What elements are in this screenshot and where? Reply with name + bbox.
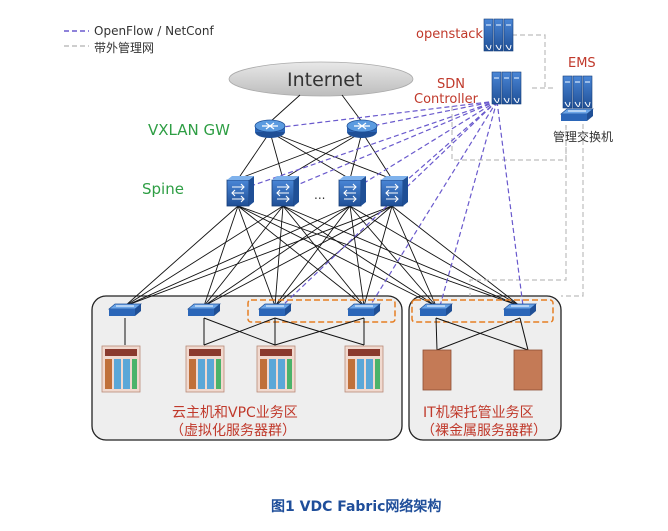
virtual-server-icon	[344, 345, 384, 393]
spine-leaf-link	[391, 205, 437, 307]
oob-zone-link	[561, 108, 584, 297]
vxlan-gw-router-icon	[346, 119, 378, 139]
spine-leaf-link	[124, 205, 393, 307]
baremetal-zone-title: IT机架托管业务区	[423, 405, 534, 421]
vxlan-gw-label: VXLAN GW	[148, 121, 230, 139]
sdn-label-line1: SDN	[437, 77, 465, 92]
vxlan-gw-router-icon	[254, 119, 286, 139]
spine-leaf-link	[203, 205, 239, 307]
spine-leaf-link	[274, 205, 284, 307]
leaf-switch-icon	[187, 303, 221, 317]
spine-leaf-link	[349, 205, 365, 307]
openflow-link	[355, 100, 498, 189]
openstack-label: openstack	[416, 27, 483, 42]
spine-leaf-link	[349, 205, 521, 307]
spine-leaf-link	[203, 205, 393, 307]
virtual-server-icon	[101, 345, 141, 393]
openflow-link	[361, 100, 498, 129]
gw-spine-link	[237, 131, 271, 180]
baremetal-rack-icon	[513, 349, 543, 391]
ems-server-icon	[562, 75, 593, 109]
openflow-link	[273, 100, 498, 129]
openflow-link	[369, 100, 498, 307]
spine-leaf-link	[363, 205, 393, 307]
leaf-switch-icon	[258, 303, 292, 317]
gw-spine-link	[282, 131, 363, 180]
spine-ellipsis: ...	[314, 188, 326, 202]
sdn-label-line2: Controller	[414, 92, 478, 107]
spine-leaf-link	[237, 205, 437, 307]
leaf-baremetal-link	[435, 317, 438, 351]
openflow-link	[496, 100, 524, 307]
spine-switch-icon	[380, 175, 409, 207]
vtep-highlight-box	[247, 299, 396, 323]
baremetal-rack-icon	[422, 349, 452, 391]
virtual-zone-subtitle: （虚拟化服务器群）	[170, 423, 296, 439]
leaf-baremetal-link	[435, 317, 529, 351]
openflow-link	[244, 100, 498, 189]
internet-cloud	[228, 61, 414, 97]
virtual-server-icon	[256, 345, 296, 393]
leaf-baremetal-link	[519, 317, 529, 351]
gw-spine-link	[269, 131, 393, 180]
leaf-baremetal-link	[436, 317, 521, 351]
gw-spine-link	[237, 131, 363, 180]
openflow-link	[289, 100, 498, 189]
leaf-switch-icon	[347, 303, 381, 317]
gw-spine-link	[269, 131, 284, 180]
openflow-link	[397, 100, 498, 189]
openstack-server-icon	[483, 18, 514, 52]
spine-leaf-link	[391, 205, 521, 307]
virtual-server-icon	[185, 345, 225, 393]
gw-spine-link	[349, 131, 363, 180]
mgmt-switch-label: 管理交换机	[553, 130, 614, 144]
leaf-switch-icon	[419, 303, 453, 317]
spine-switch-icon	[338, 175, 367, 207]
baremetal-zone-subtitle: （裸金属服务器群）	[421, 423, 547, 439]
gw-spine-link	[269, 131, 351, 180]
spine-leaf-link	[237, 205, 276, 307]
internet-gw-link	[269, 94, 301, 123]
spine-leaf-link	[124, 205, 284, 307]
bm-vtep-highlight-box	[411, 299, 554, 323]
oob-leaf-link	[469, 125, 567, 296]
spine-leaf-link	[274, 205, 351, 307]
spine-leaf-link	[237, 205, 521, 307]
spine-leaf-link	[203, 205, 351, 307]
gw-spine-link	[361, 131, 393, 180]
spine-leaf-link	[124, 205, 351, 307]
sdn-controller-server-icon	[491, 71, 522, 105]
spine-leaf-link	[282, 205, 437, 307]
oob-openstack-link	[512, 34, 546, 88]
spine-switch-icon	[271, 175, 300, 207]
internet-label: Internet	[287, 69, 363, 91]
mgmt-switch-icon	[560, 108, 594, 122]
spine-leaf-link	[349, 205, 437, 307]
leaf-server-link	[274, 317, 365, 346]
leaf-server-link	[203, 317, 276, 346]
spine-leaf-link	[282, 205, 365, 307]
spine-leaf-link	[274, 205, 393, 307]
virtual-zone-title: 云主机和VPC业务区	[172, 405, 298, 421]
oob-mgmt-link	[451, 106, 567, 161]
legend-openflow-label: OpenFlow / NetConf	[94, 24, 214, 38]
ems-label: EMS	[568, 56, 596, 71]
legend-oob-label: 带外管理网	[94, 41, 155, 55]
openflow-link	[439, 100, 498, 307]
spine-leaf-link	[203, 205, 284, 307]
virtual-zone-box	[91, 295, 403, 441]
spine-leaf-link	[237, 205, 365, 307]
spine-label: Spine	[142, 180, 184, 198]
figure-caption: 图1 VDC Fabric网络架构	[271, 499, 442, 515]
leaf-switch-icon	[503, 303, 537, 317]
spine-switch-icon	[226, 175, 255, 207]
leaf-switch-icon	[108, 303, 142, 317]
spine-leaf-link	[124, 205, 239, 307]
spine-leaf-link	[282, 205, 521, 307]
